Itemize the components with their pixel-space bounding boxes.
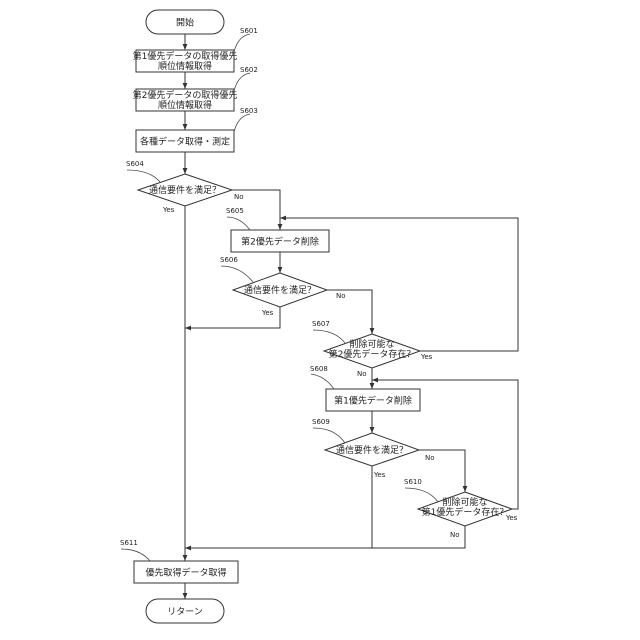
s601-label-line2: 順位情報取得 <box>158 60 212 72</box>
s602-label-line2: 順位情報取得 <box>158 99 212 111</box>
s607-leader <box>313 330 345 343</box>
s606-leader <box>221 266 253 282</box>
s610-label-line1: 削除可能な <box>442 496 487 508</box>
s602-label-line1: 第2優先データの取得優先 <box>133 89 238 101</box>
step-label-s602: S602 <box>240 66 258 74</box>
step-label-s608: S608 <box>310 365 328 373</box>
s603-leader <box>234 114 250 132</box>
process-s611: 優先取得データ取得 <box>134 561 238 583</box>
s603-label: 各種データ取得・測定 <box>140 136 230 148</box>
step-label-s606: S606 <box>220 256 238 264</box>
s605-leader <box>227 217 250 230</box>
s608-leader <box>311 374 334 389</box>
decision-s609: 通信要件を満足？ <box>325 433 419 466</box>
step-label-s607: S607 <box>312 320 330 328</box>
s605-label: 第2優先データ削除 <box>241 236 319 248</box>
s601-label-line1: 第1優先データの取得優先 <box>133 50 238 62</box>
s604-yes-label: Yes <box>162 206 175 214</box>
s602-leader <box>234 73 250 91</box>
s606-yes-label: Yes <box>261 309 274 317</box>
start-label: 開始 <box>176 17 194 29</box>
arrow-s606-no-s607 <box>327 290 372 334</box>
s606-no-label: No <box>336 292 346 300</box>
step-label-s609: S609 <box>312 418 330 426</box>
s607-no-label: No <box>357 370 367 378</box>
s610-no-label: No <box>450 531 460 539</box>
s610-label-line2: 第1優先データ存在？ <box>422 506 509 518</box>
s606-label: 通信要件を満足？ <box>244 284 316 296</box>
s610-yes-label: Yes <box>505 514 518 522</box>
s607-label-line2: 第2優先データ存在？ <box>329 348 416 360</box>
process-s605: 第2優先データ削除 <box>231 230 329 252</box>
s610-leader <box>405 488 438 502</box>
s608-label: 第1優先データ削除 <box>334 395 412 407</box>
process-s602: 第2優先データの取得優先 順位情報取得 <box>133 89 238 111</box>
s604-leader <box>127 170 160 182</box>
step-label-s605: S605 <box>226 207 244 215</box>
decision-s607: 削除可能な 第2優先データ存在？ <box>324 334 420 368</box>
s607-yes-label: Yes <box>420 353 433 361</box>
end-terminal: リターン <box>146 599 224 623</box>
s601-leader <box>234 34 250 52</box>
step-label-s604: S604 <box>126 160 144 168</box>
process-s601: 第1優先データの取得優先 順位情報取得 <box>133 50 238 72</box>
process-s608: 第1優先データ削除 <box>326 389 420 411</box>
s609-label: 通信要件を満足？ <box>336 444 408 456</box>
s609-no-label: No <box>425 454 435 462</box>
branch-labels: Yes No Yes No Yes No Yes No Yes No <box>162 193 518 539</box>
end-label: リターン <box>167 607 203 618</box>
s609-leader <box>313 428 345 443</box>
start-terminal: 開始 <box>146 10 224 34</box>
decision-s610: 削除可能な 第1優先データ存在？ <box>418 492 512 526</box>
step-label-s603: S603 <box>240 107 258 115</box>
s609-yes-label: Yes <box>373 471 386 479</box>
step-label-s611: S611 <box>120 539 138 547</box>
process-s603: 各種データ取得・測定 <box>136 130 234 152</box>
s611-leader <box>121 549 150 561</box>
s611-label: 優先取得データ取得 <box>145 567 226 579</box>
decision-s606: 通信要件を満足？ <box>233 273 327 307</box>
decision-s604: 通信要件を満足？ <box>138 174 232 206</box>
s604-no-label: No <box>234 193 244 201</box>
arrow-s609-yes-main <box>185 466 372 548</box>
step-label-s601: S601 <box>240 27 258 35</box>
s607-label-line1: 削除可能な <box>349 338 394 350</box>
step-label-s610: S610 <box>404 478 422 486</box>
s604-label: 通信要件を満足？ <box>149 184 221 196</box>
